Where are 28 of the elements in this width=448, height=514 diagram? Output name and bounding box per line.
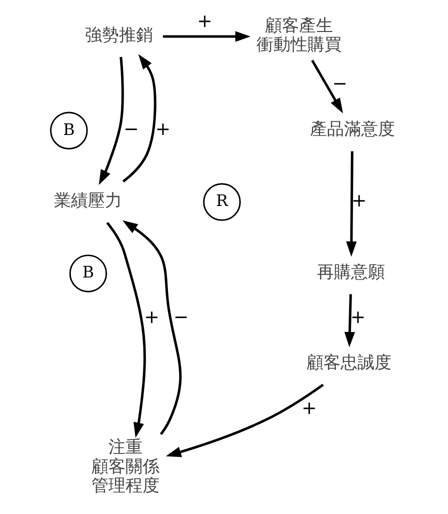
node-text: 顧客忠誠度 [306, 353, 391, 374]
arrow [346, 151, 356, 257]
edge-label: − [123, 118, 138, 140]
node-circle: B [50, 112, 88, 150]
node-text: 注重顧客關係管理程度 [91, 438, 160, 496]
arrow [122, 54, 156, 182]
arrow [162, 31, 250, 42]
edge-label: + [144, 307, 159, 328]
node-circle: R [202, 183, 240, 221]
node-text: 強勢推銷 [84, 25, 152, 46]
edge-label: + [154, 118, 170, 140]
node-text: 業績壓力 [54, 190, 122, 211]
edge-label: − [332, 74, 347, 95]
edge-label: + [196, 11, 212, 32]
node-text: 產品滿意度 [309, 120, 394, 140]
arrow [344, 294, 355, 348]
node-text: 再購意願 [316, 262, 385, 282]
arrow [310, 60, 342, 114]
edge-label: + [351, 190, 366, 212]
arrow [122, 220, 182, 436]
edge-label: − [173, 307, 188, 328]
edge-label: + [301, 398, 316, 419]
arrow [106, 222, 146, 438]
arrow [98, 56, 124, 185]
node-text: 顧客產生衝動性購買 [256, 16, 342, 56]
node-circle: B [68, 254, 107, 292]
arrow [165, 384, 324, 458]
edge-label: + [350, 307, 366, 328]
